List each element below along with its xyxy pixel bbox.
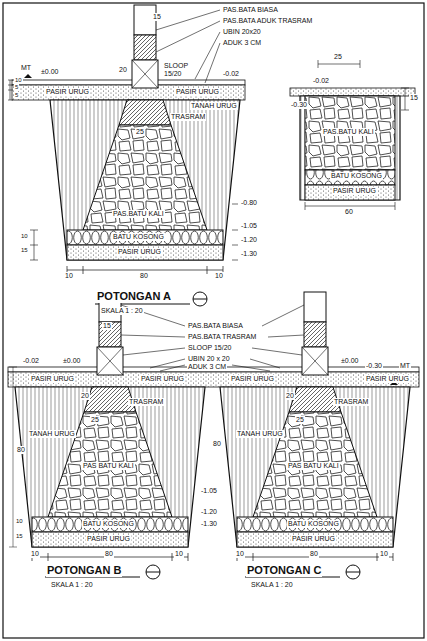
drawing-label: 10 — [20, 233, 29, 240]
drawing-label: UBIN 20x20 — [222, 28, 262, 36]
drawing-label: PASIR URUG — [175, 88, 220, 96]
drawing-label: PAS.BATA ADUK TRASRAM — [222, 17, 313, 25]
drawing-label: 80 — [309, 550, 319, 558]
drawing-label: 15 — [152, 13, 162, 21]
section-title: POTONGAN C — [246, 564, 322, 577]
drawing-label: BATU KOSONG — [330, 172, 383, 180]
drawing-label: MT — [399, 362, 411, 370]
drawing-label: PASIR URUG — [86, 535, 131, 543]
drawing-label: 20 — [285, 392, 295, 400]
drawing-label: 20 — [118, 66, 128, 74]
drawing-label: PASIR URUG — [140, 375, 185, 383]
drawing-label: BATU KOSONG — [287, 520, 340, 528]
drawing-label: 80 — [139, 272, 149, 280]
drawing-label: BATU KOSONG — [112, 233, 165, 241]
drawing-label: -0.02 — [312, 77, 330, 85]
drawing-label: 10 — [379, 550, 389, 558]
drawing-label: PAS.BATA BIASA — [187, 322, 244, 330]
drawing-label: 10 — [174, 550, 184, 558]
drawing-label: 20 — [80, 392, 90, 400]
drawing-label: PASIR URUG — [45, 88, 90, 96]
drawing-label: 15 — [409, 94, 419, 102]
drawing-label: TANAH URUG — [28, 430, 76, 438]
drawing-label: 10 — [30, 550, 40, 558]
drawing-label: -1.05 — [240, 222, 258, 230]
drawing-label: -1.20 — [200, 508, 218, 516]
drawing-label: 60 — [344, 208, 354, 216]
drawing-label: TANAH URUG — [190, 102, 238, 110]
section-title: POTONGAN B — [46, 564, 122, 577]
drawing-label: -0.30 — [365, 362, 383, 370]
drawing-label: PAS.BATU KALI — [112, 210, 165, 218]
drawing-label: -0.02 — [222, 70, 240, 78]
drawing-label: ±0.00 — [62, 357, 81, 365]
drawing-label: 80 — [16, 446, 26, 454]
drawing-label: -1.20 — [240, 236, 258, 244]
drawing-label: 10 — [64, 272, 74, 280]
drawing-label: PASIR URUG — [117, 248, 162, 256]
drawing-label: SKALA 1 : 20 — [250, 581, 294, 589]
drawing-label: TANAH URUG — [236, 430, 284, 438]
drawing-label: PASIR URUG — [332, 187, 377, 195]
drawing-label: ADUK 3 CM — [222, 39, 262, 47]
drawing-label: -1.30 — [200, 520, 218, 528]
drawing-label: SKALA 1 : 20 — [100, 307, 144, 315]
drawing-label: 25 — [295, 416, 305, 424]
drawing-label: SLOOP — [163, 62, 189, 70]
drawing-label: PASIR URUG — [230, 375, 275, 383]
drawing-label: TRASRAM — [333, 398, 369, 406]
drawing-label: 10 — [235, 550, 245, 558]
drawing-label: 25 — [135, 128, 145, 136]
drawing-label: ±0.00 — [340, 357, 359, 365]
drawing-label: SLOOP 15/20 — [187, 344, 232, 352]
drawing-label: 25 — [333, 53, 343, 61]
drawing-label: ±0.00 — [40, 68, 59, 76]
drawing-label: 25 — [90, 416, 100, 424]
drawing-label: 80 — [212, 440, 222, 448]
drawing-label: BATU KOSONG — [82, 520, 135, 528]
section-title: POTONGAN A — [96, 290, 172, 303]
drawing-label: MT — [20, 64, 32, 72]
drawing-label: PAS BATU KALI — [287, 462, 340, 470]
drawing-label: 5 — [14, 84, 19, 91]
drawing-label: PAS.BATA BIASA — [222, 6, 279, 14]
drawing-label: 10 — [214, 272, 224, 280]
drawing-label: PAS.BATU KALI — [322, 128, 375, 136]
drawing-label: ADUK 3 CM — [187, 363, 227, 371]
drawing-label: SKALA 1 : 20 — [50, 581, 94, 589]
drawing-label: 15 — [20, 247, 29, 254]
drawing-label: -0.30 — [290, 101, 308, 109]
drawing-label: 15 — [102, 322, 112, 330]
drawing-label: 10 — [15, 518, 24, 525]
drawing-label: TRASRAM — [128, 398, 164, 406]
drawing-label: UBIN 20 x 20 — [187, 355, 231, 363]
drawing-label: 5 — [14, 92, 19, 99]
drawing-label: -1.30 — [240, 250, 258, 258]
drawing-label: 10 — [14, 77, 23, 84]
drawing-label: -0.02 — [22, 357, 40, 365]
drawing-label: PASIR URUG — [365, 375, 410, 383]
drawing-label: 15/20 — [163, 70, 183, 78]
drawing-label: -1.05 — [200, 487, 218, 495]
drawing-label: PAS.BATA TRASRAM — [187, 333, 257, 341]
drawing-label: 80 — [104, 550, 114, 558]
drawing-label: PAS BATU KALI — [82, 462, 135, 470]
drawing-label: 15 — [15, 533, 24, 540]
drawing-label: -0.80 — [240, 199, 258, 207]
drawing-label: PASIR URUG — [30, 375, 75, 383]
drawing-label: TRASRAM — [170, 113, 206, 121]
drawing-label: PASIR URUG — [291, 535, 336, 543]
